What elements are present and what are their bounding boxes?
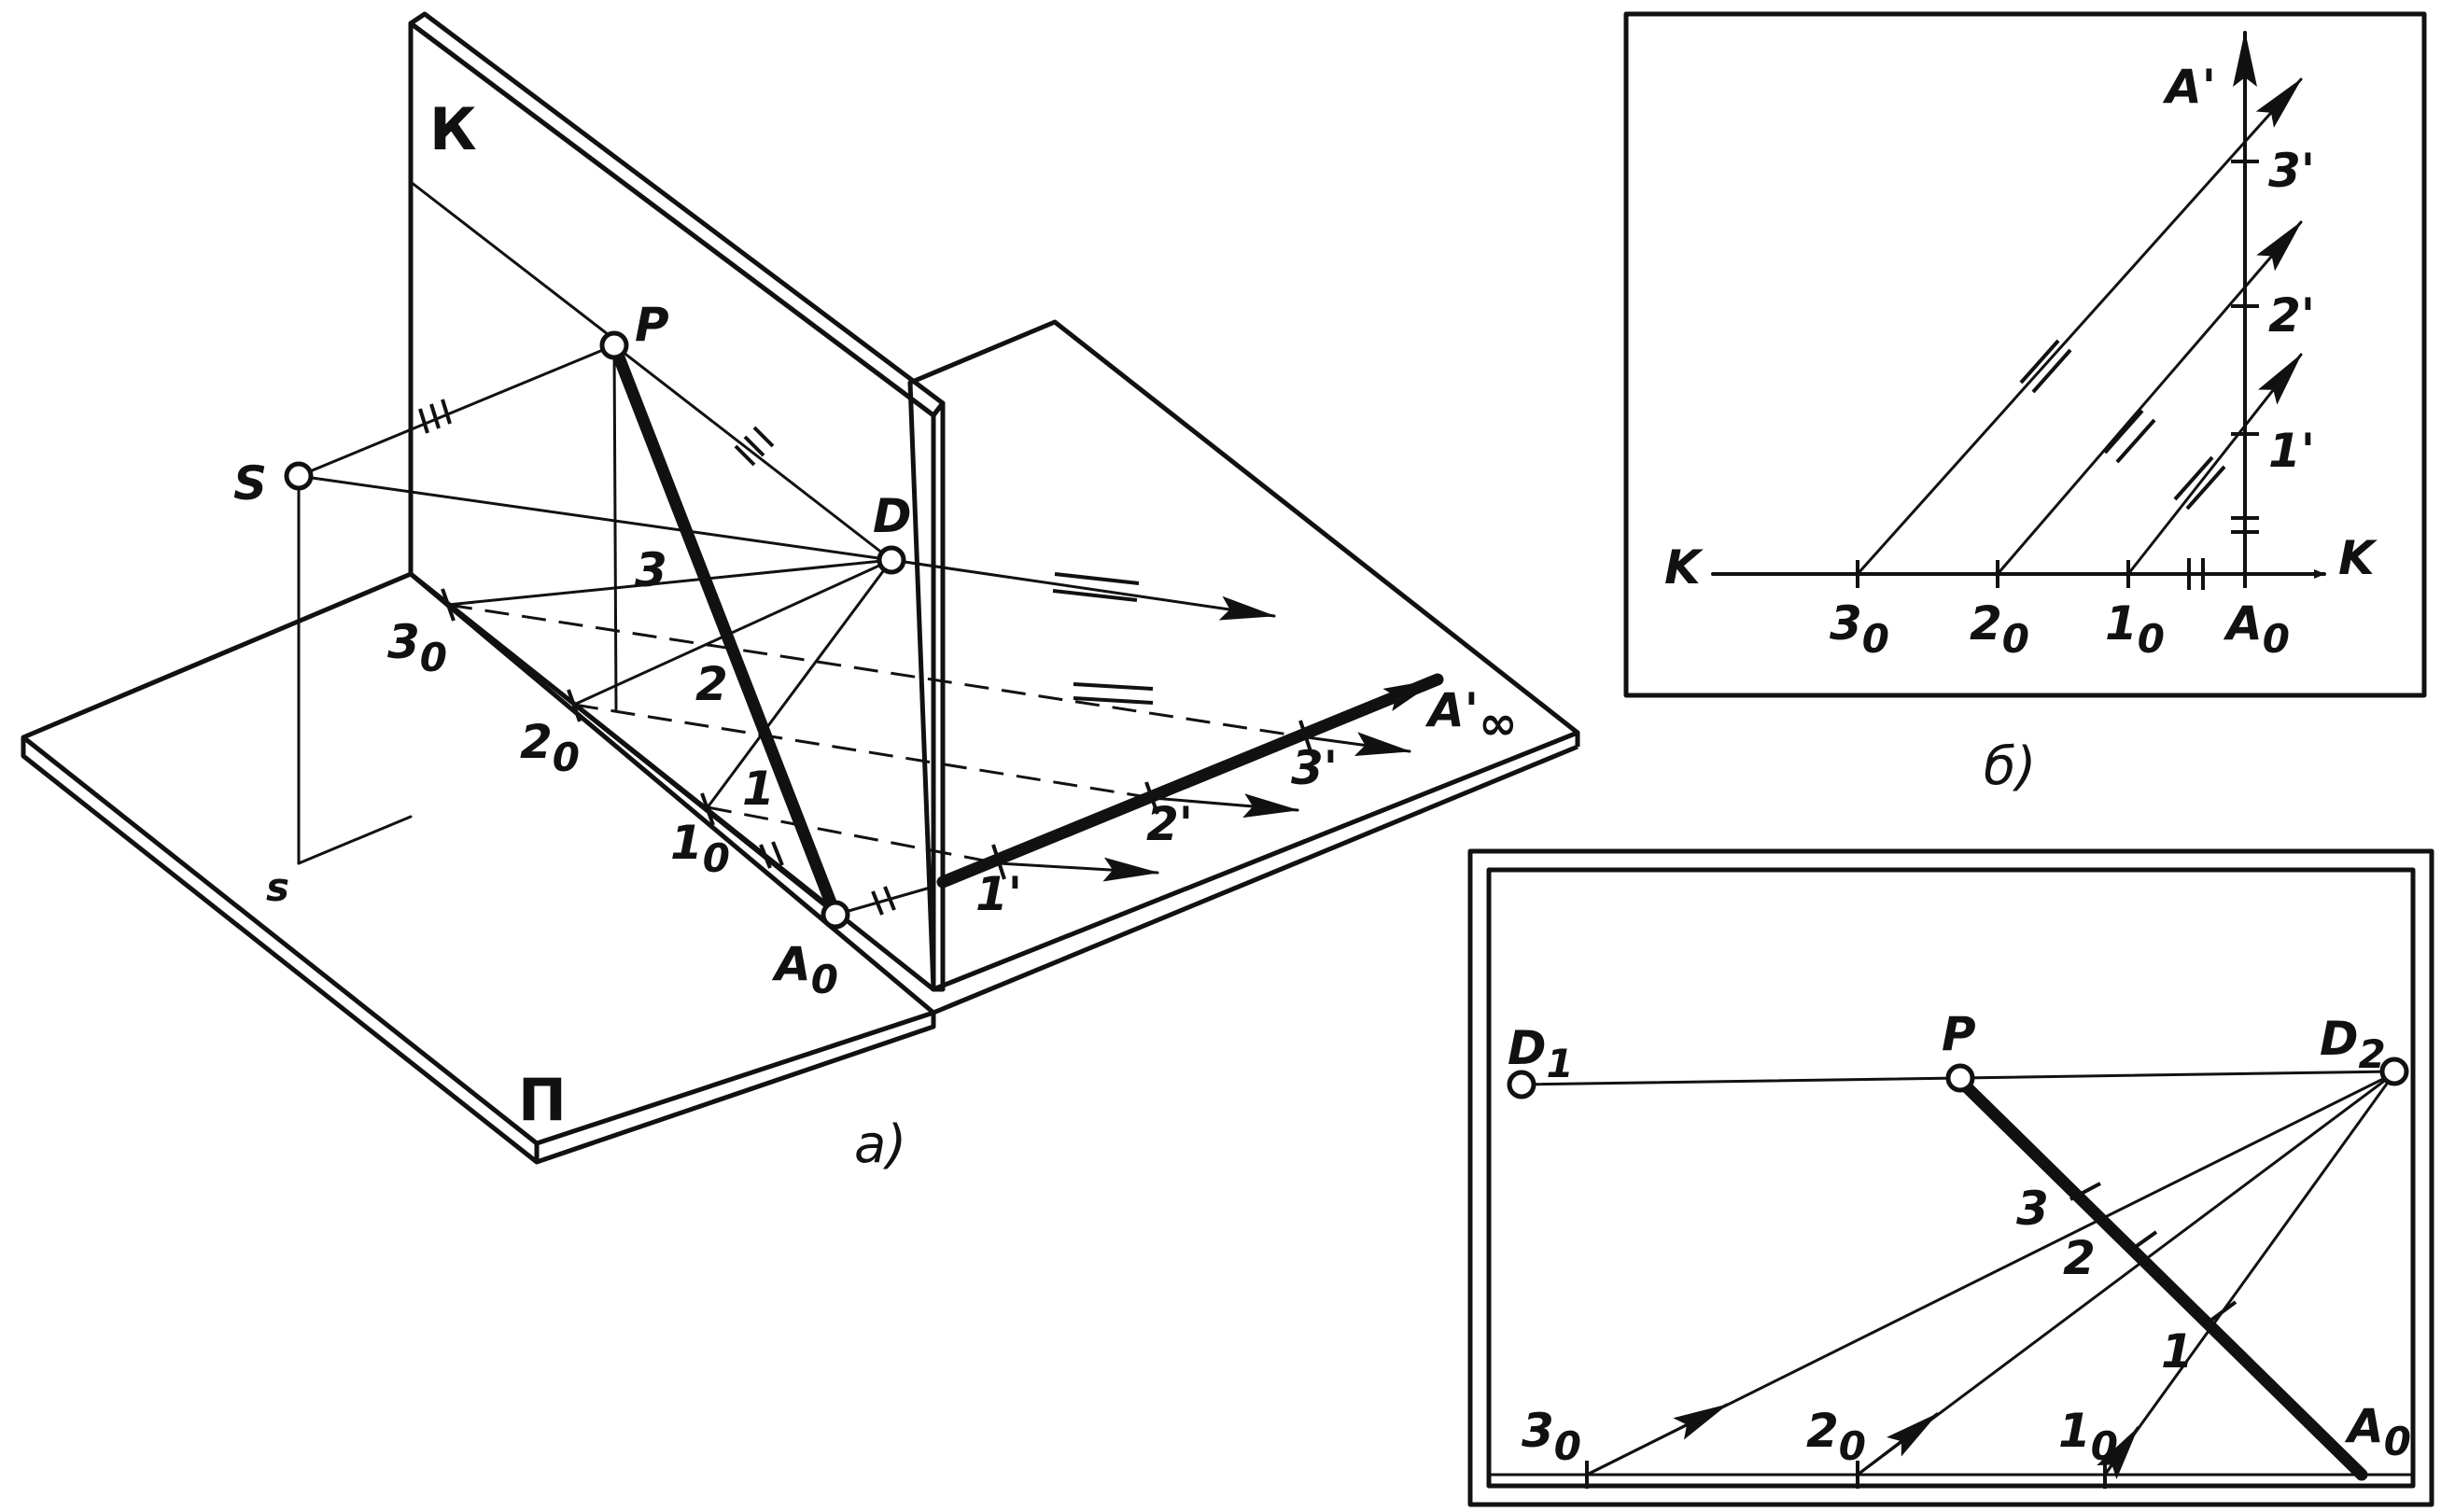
label-2-0: 20 [1806, 1404, 1866, 1469]
label-1-0: 10 [670, 816, 730, 881]
label-2: 2 [2063, 1231, 2096, 1285]
frame-c-inner [1486, 867, 2416, 1489]
point-a0 [821, 900, 850, 930]
figure-c: D1 P D2 3 2 1 30 20 10 A0 [1467, 848, 2434, 1507]
label-k-right: K [2338, 531, 2378, 585]
label-3-0: 30 [1522, 1404, 1581, 1469]
label-3-0: 30 [387, 615, 447, 680]
caption-b: б) [1984, 736, 2036, 797]
label-1-0: 10 [2105, 596, 2165, 662]
label-a0: A0 [2344, 1399, 2411, 1464]
point-p [1945, 1063, 1975, 1093]
label-1-prime: 1' [975, 867, 1022, 921]
label-d1: D1 [1508, 1021, 1574, 1086]
label-2-0: 20 [520, 715, 580, 780]
label-2-0: 20 [1970, 596, 2029, 662]
point-d [877, 545, 906, 575]
label-2-prime: 2' [2268, 288, 2315, 343]
point-d2 [2379, 1057, 2409, 1086]
label-3-0: 30 [1830, 596, 1889, 662]
label-a-prime: A' [2162, 60, 2216, 114]
label-a0: A0 [771, 937, 838, 1002]
figure-b: K K A' 3' 2' 1' 30 20 10 A0 б) [1623, 11, 2427, 797]
label-k-left: K [1664, 540, 1704, 595]
label-a-infinity: A'∞ [1424, 683, 1518, 750]
label-d2: D2 [2320, 1012, 2386, 1077]
label-d: D [873, 489, 912, 543]
label-s: S [233, 456, 267, 511]
point-p [599, 330, 629, 360]
label-3-prime: 3' [1291, 741, 1338, 795]
frame-c-outer [1467, 848, 2434, 1507]
label-plane-pi: П [518, 1066, 567, 1134]
plane-k [408, 11, 946, 992]
label-1: 1 [2161, 1324, 2194, 1379]
label-3: 3 [635, 543, 667, 597]
label-2-prime: 2' [1146, 797, 1193, 851]
label-s-small: s [266, 864, 289, 910]
label-1-0: 10 [2058, 1404, 2118, 1469]
caption-a: а) [854, 1114, 906, 1175]
frame-b [1623, 11, 2427, 698]
figure-a: К P S s D 3 2 1 30 20 10 A0 1' 2' 3' A'∞… [21, 11, 1580, 1175]
label-a0: A0 [2223, 596, 2290, 662]
label-3-prime: 3' [2268, 144, 2315, 198]
construction-lines [297, 343, 1444, 921]
label-1-prime: 1' [2268, 424, 2315, 478]
point-s [284, 461, 314, 491]
label-2: 2 [695, 657, 728, 711]
label-p: P [635, 298, 669, 352]
label-1: 1 [742, 762, 775, 816]
label-3: 3 [2016, 1182, 2049, 1236]
label-plane-k: К [429, 95, 477, 163]
plane-pi [21, 319, 1580, 1165]
label-p: P [1942, 1007, 1976, 1061]
point-d1 [1507, 1070, 1536, 1099]
tick-marks [418, 399, 1313, 916]
